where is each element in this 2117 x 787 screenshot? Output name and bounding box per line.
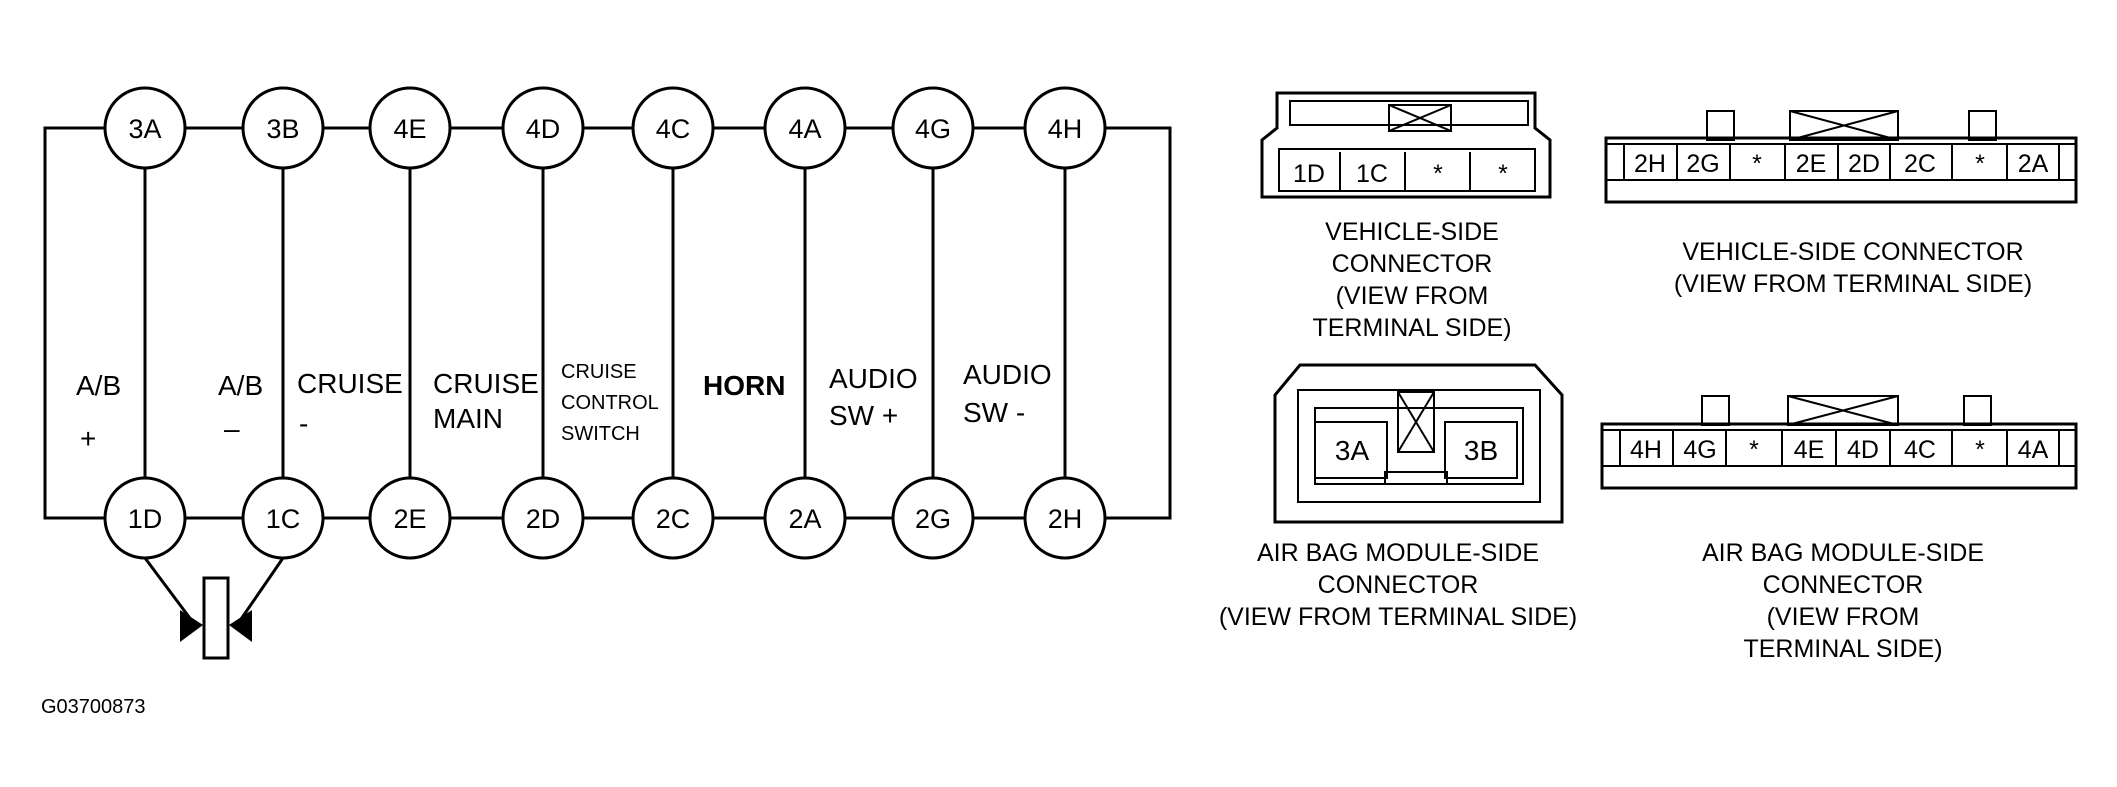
top-terminal: 3B bbox=[241, 86, 325, 170]
figure-id: G03700873 bbox=[41, 696, 146, 718]
pin-label: * bbox=[1749, 436, 1759, 464]
wire-label: CRUISE bbox=[561, 361, 637, 383]
terminal-label: 2G bbox=[915, 504, 951, 534]
pin-label: 4A bbox=[2018, 436, 2049, 464]
vehicle-side-connector-large: 2H 2G * 2E 2D 2C * 2A VEHICLE-SIDE CONNE… bbox=[1604, 110, 2078, 298]
caption-line: CONNECTOR bbox=[1763, 571, 1924, 599]
terminal-label: 1D bbox=[128, 504, 163, 534]
frame-left bbox=[43, 126, 145, 520]
terminal-label: 2E bbox=[393, 504, 426, 534]
terminal-label: 2D bbox=[526, 504, 561, 534]
terminal-label: 2C bbox=[656, 504, 691, 534]
pin-label: 3B bbox=[1464, 435, 1498, 466]
top-terminal: 4C bbox=[631, 86, 715, 170]
caption-line: TERMINAL SIDE) bbox=[1743, 635, 1942, 663]
wire-label: MAIN bbox=[433, 403, 503, 434]
caption-line: VEHICLE-SIDE bbox=[1325, 218, 1499, 246]
pin-label: 2A bbox=[2018, 150, 2049, 178]
bottom-terminal: 1C bbox=[241, 476, 325, 560]
wire-label: + bbox=[80, 423, 96, 454]
pin-label: 2H bbox=[1634, 150, 1666, 178]
circuit-diagram: 3A 3B 4E 4D 4C 4A 4G 4H 1D 1C 2E 2D 2C 2… bbox=[41, 86, 1172, 718]
pin-label: * bbox=[1752, 150, 1762, 178]
wire-label: SW - bbox=[963, 397, 1025, 428]
caption-line: (VIEW FROM bbox=[1767, 603, 1920, 631]
bottom-terminal: 2A bbox=[763, 476, 847, 560]
pin-label: 4C bbox=[1904, 436, 1936, 464]
caption-line: (VIEW FROM TERMINAL SIDE) bbox=[1674, 270, 2032, 298]
bottom-terminal: 2D bbox=[501, 476, 585, 560]
wire-label: CRUISE bbox=[433, 368, 539, 399]
caption-line: VEHICLE-SIDE CONNECTOR bbox=[1682, 238, 2023, 266]
terminal-label: 2H bbox=[1048, 504, 1083, 534]
wire-label: SWITCH bbox=[561, 423, 640, 445]
wire-label: HORN bbox=[703, 370, 785, 401]
top-terminal: 4H bbox=[1023, 86, 1107, 170]
pin-label: 4E bbox=[1794, 436, 1825, 464]
terminal-label: 3B bbox=[266, 114, 299, 144]
terminal-label: 4A bbox=[788, 114, 821, 144]
bottom-terminal: 2C bbox=[631, 476, 715, 560]
airbag-module-connector-small: 3A 3B AIR BAG MODULE-SIDE CONNECTOR (VIE… bbox=[1219, 363, 1577, 631]
terminal-label: 1C bbox=[266, 504, 301, 534]
bottom-terminal: 2H bbox=[1023, 476, 1107, 560]
caption-line: (VIEW FROM bbox=[1336, 282, 1489, 310]
wire-label: SW + bbox=[829, 400, 898, 431]
pin-label: 4G bbox=[1683, 436, 1716, 464]
top-terminal: 4A bbox=[763, 86, 847, 170]
wire-label: AUDIO bbox=[829, 363, 918, 394]
wire-label: CRUISE bbox=[297, 368, 403, 399]
terminal-label: 4D bbox=[526, 114, 561, 144]
bottom-terminal: 2G bbox=[891, 476, 975, 560]
pin-label: 4D bbox=[1847, 436, 1879, 464]
pin-label: 2G bbox=[1686, 150, 1719, 178]
wire-label: A/B bbox=[218, 370, 263, 401]
wire-label: CONTROL bbox=[561, 392, 659, 414]
pin-label: * bbox=[1975, 150, 1985, 178]
pin-label: * bbox=[1433, 160, 1443, 188]
pin-label: 2E bbox=[1796, 150, 1827, 178]
wire-label: AUDIO bbox=[963, 359, 1052, 390]
terminal-label: 4H bbox=[1048, 114, 1083, 144]
terminal-label: 3A bbox=[128, 114, 161, 144]
bottom-terminal: 1D bbox=[103, 476, 187, 560]
frame-right bbox=[1130, 126, 1172, 520]
bottom-terminal: 2E bbox=[368, 476, 452, 560]
pin-label: * bbox=[1498, 160, 1508, 188]
caption-line: CONNECTOR bbox=[1318, 571, 1479, 599]
wire-label: A/B bbox=[76, 370, 121, 401]
pin-label: 1D bbox=[1293, 160, 1325, 188]
terminal-label: 4C bbox=[656, 114, 691, 144]
top-terminal: 4E bbox=[368, 86, 452, 170]
caption-line: CONNECTOR bbox=[1332, 250, 1493, 278]
clock-spring-switch-icon bbox=[143, 557, 285, 660]
pin-label: 1C bbox=[1356, 160, 1388, 188]
pin-label: 3A bbox=[1335, 435, 1370, 466]
terminal-label: 4E bbox=[393, 114, 426, 144]
caption-line: AIR BAG MODULE-SIDE bbox=[1257, 539, 1539, 567]
caption-line: (VIEW FROM TERMINAL SIDE) bbox=[1219, 603, 1577, 631]
caption-line: TERMINAL SIDE) bbox=[1312, 314, 1511, 342]
pin-label: 2D bbox=[1848, 150, 1880, 178]
pin-label: 4H bbox=[1630, 436, 1662, 464]
pin-label: * bbox=[1975, 436, 1985, 464]
top-terminal: 3A bbox=[103, 86, 187, 170]
wire-label: – bbox=[224, 413, 240, 444]
top-terminal: 4G bbox=[891, 86, 975, 170]
caption-line: AIR BAG MODULE-SIDE bbox=[1702, 539, 1984, 567]
top-terminal: 4D bbox=[501, 86, 585, 170]
wire-label: - bbox=[299, 408, 308, 439]
vehicle-side-connector-small: 1D 1C * * VEHICLE-SIDE CONNECTOR (VIEW F… bbox=[1260, 91, 1552, 342]
terminal-label: 2A bbox=[788, 504, 821, 534]
pin-label: 2C bbox=[1904, 150, 1936, 178]
terminal-label: 4G bbox=[915, 114, 951, 144]
airbag-module-connector-large: 4H 4G * 4E 4D 4C * 4A AIR BAG MODULE-SID… bbox=[1600, 395, 2078, 663]
